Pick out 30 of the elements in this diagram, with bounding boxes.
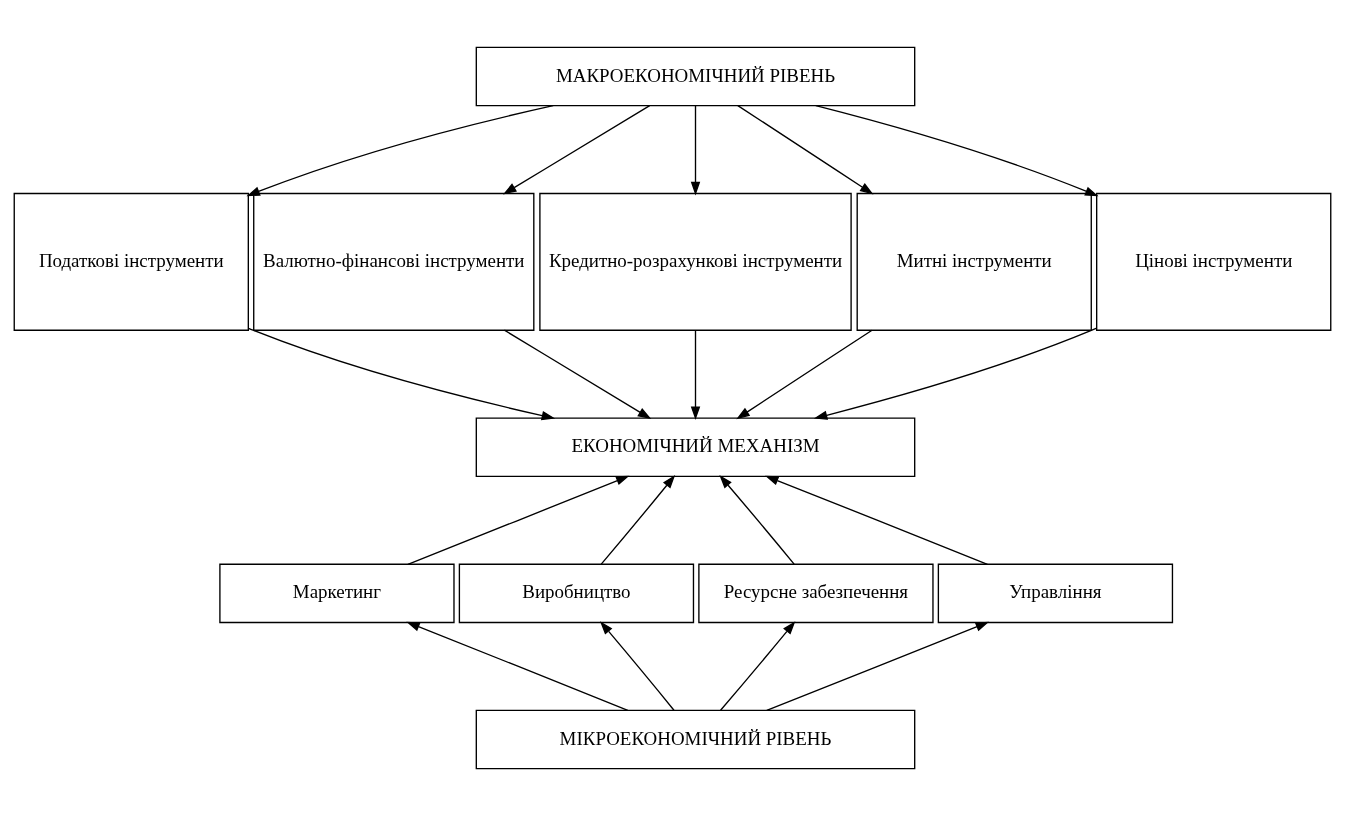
node-box: Маркетинг	[219, 563, 455, 624]
node-box: Митні інструменти	[856, 192, 1092, 331]
arrow	[406, 621, 629, 712]
arrow	[766, 621, 990, 712]
arrow	[719, 621, 796, 711]
arrow	[690, 329, 701, 421]
arrow	[719, 475, 795, 565]
arrow	[765, 475, 989, 565]
node-box: Цінові інструменти	[1096, 192, 1332, 331]
node-box: МАКРОЕКОНОМІЧНИЙ РІВЕНЬ	[475, 46, 916, 107]
node-box: Управління	[937, 563, 1174, 624]
arrow	[690, 104, 701, 196]
node-box: Кредитно-розрахункові інструменти	[539, 192, 852, 331]
node-box: Податкові інструменти	[13, 192, 249, 331]
arrow	[246, 105, 554, 197]
arrow	[247, 327, 556, 421]
node-box: Виробництво	[458, 563, 695, 624]
arrow	[407, 475, 630, 565]
arrow	[600, 621, 675, 711]
arrow	[813, 327, 1098, 420]
arrow	[600, 475, 676, 565]
node-box: Валютно-фінансові інструменти	[253, 192, 535, 331]
arrow	[503, 329, 652, 420]
node-box: ЕКОНОМІЧНИЙ МЕХАНІЗМ	[475, 417, 916, 477]
arrow	[737, 104, 874, 195]
arrow	[502, 104, 651, 195]
arrow	[736, 329, 873, 420]
node-box: Ресурсне забезпечення	[698, 563, 934, 624]
node-box: МІКРОЕКОНОМІЧНИЙ РІВЕНЬ	[475, 709, 916, 770]
arrow	[815, 104, 1099, 197]
